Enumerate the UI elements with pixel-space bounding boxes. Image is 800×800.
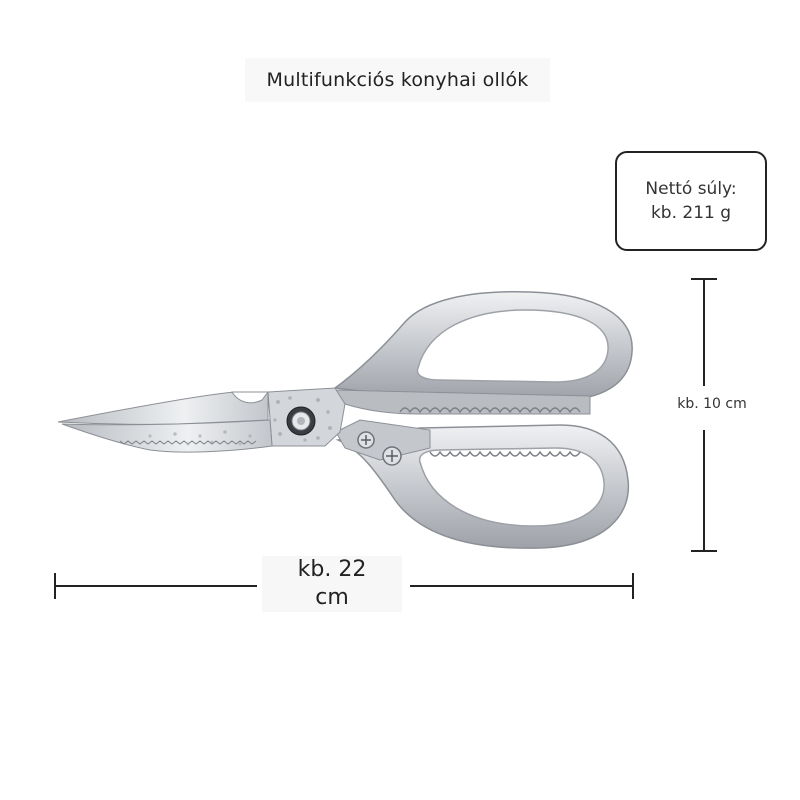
product-title: Multifunkciós konyhai ollók (245, 58, 550, 102)
upper-grip-teeth (399, 407, 581, 414)
width-dimension-line (54, 573, 634, 599)
net-weight-box: Nettó súly: kb. 211 g (615, 151, 767, 251)
lower-blade (61, 419, 273, 453)
net-weight-label: Nettó súly: (645, 179, 737, 199)
net-weight-value: kb. 211 g (650, 203, 732, 223)
lower-grip-teeth (429, 450, 581, 457)
height-dimension-line (691, 278, 717, 552)
height-label: kb. 10 cm (650, 391, 774, 417)
width-label-value: kb. 22 (297, 557, 367, 582)
width-label-unit: cm (315, 585, 349, 610)
width-label: kb. 22 cm (262, 556, 402, 612)
kitchen-scissors (57, 291, 633, 549)
